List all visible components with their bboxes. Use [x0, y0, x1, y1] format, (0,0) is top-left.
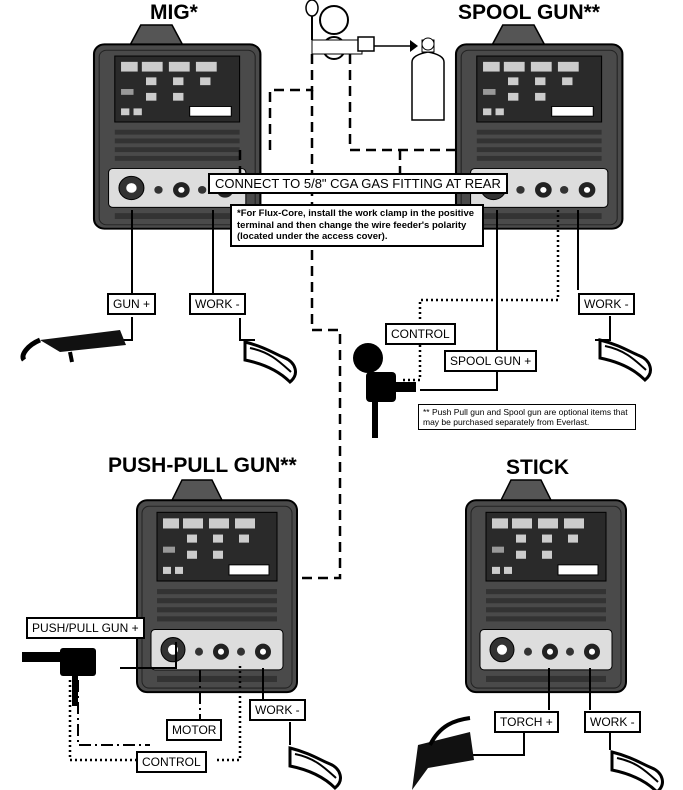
stick-title: STICK — [506, 456, 569, 479]
stick-clamp-icon — [610, 750, 664, 790]
pushpull-control-label: CONTROL — [136, 751, 207, 773]
pushpull-work-label: WORK - — [249, 699, 306, 721]
mig-work-label: WORK - — [189, 293, 246, 315]
pushpull-title: PUSH-PULL GUN** — [108, 454, 297, 477]
stick-machine — [464, 478, 628, 694]
pushpull-motor-label: MOTOR — [166, 719, 223, 741]
mig-cables — [120, 210, 255, 341]
pushpull-control-line — [68, 666, 242, 762]
mig-clamp-icon — [243, 340, 297, 384]
spool-title: SPOOL GUN** — [458, 1, 600, 24]
pushpull-gun-label: PUSH/PULL GUN + — [26, 617, 145, 639]
gas-assembly — [305, 0, 445, 121]
spool-control-label: CONTROL — [385, 323, 456, 345]
stick-cables — [470, 668, 611, 756]
spool-control-line — [400, 210, 560, 382]
stick-work-label: WORK - — [584, 711, 641, 733]
optional-items-note: ** Push Pull gun and Spool gun are optio… — [418, 404, 636, 430]
mig-gun-icon — [20, 330, 126, 363]
spool-gun-icon — [353, 343, 416, 438]
spool-clamp-icon — [598, 338, 652, 382]
mig-title: MIG* — [150, 1, 198, 24]
spool-gun-label: SPOOL GUN + — [444, 350, 538, 372]
pushpull-clamp-icon — [288, 746, 342, 790]
stick-torch-label: TORCH + — [494, 711, 559, 733]
mig-machine — [92, 23, 262, 230]
mig-gun-label: GUN + — [107, 293, 157, 315]
pushpull-machine — [135, 478, 299, 694]
stick-torch-icon — [412, 716, 474, 790]
spool-work-label: WORK - — [578, 293, 635, 315]
pushpull-gun-icon — [22, 648, 96, 706]
pushpull-motor-line — [77, 670, 201, 746]
gas-fitting-banner: CONNECT TO 5/8" CGA GAS FITTING AT REAR — [208, 173, 508, 194]
flux-core-note: *For Flux-Core, install the work clamp i… — [230, 204, 484, 247]
spool-machine — [454, 23, 624, 230]
